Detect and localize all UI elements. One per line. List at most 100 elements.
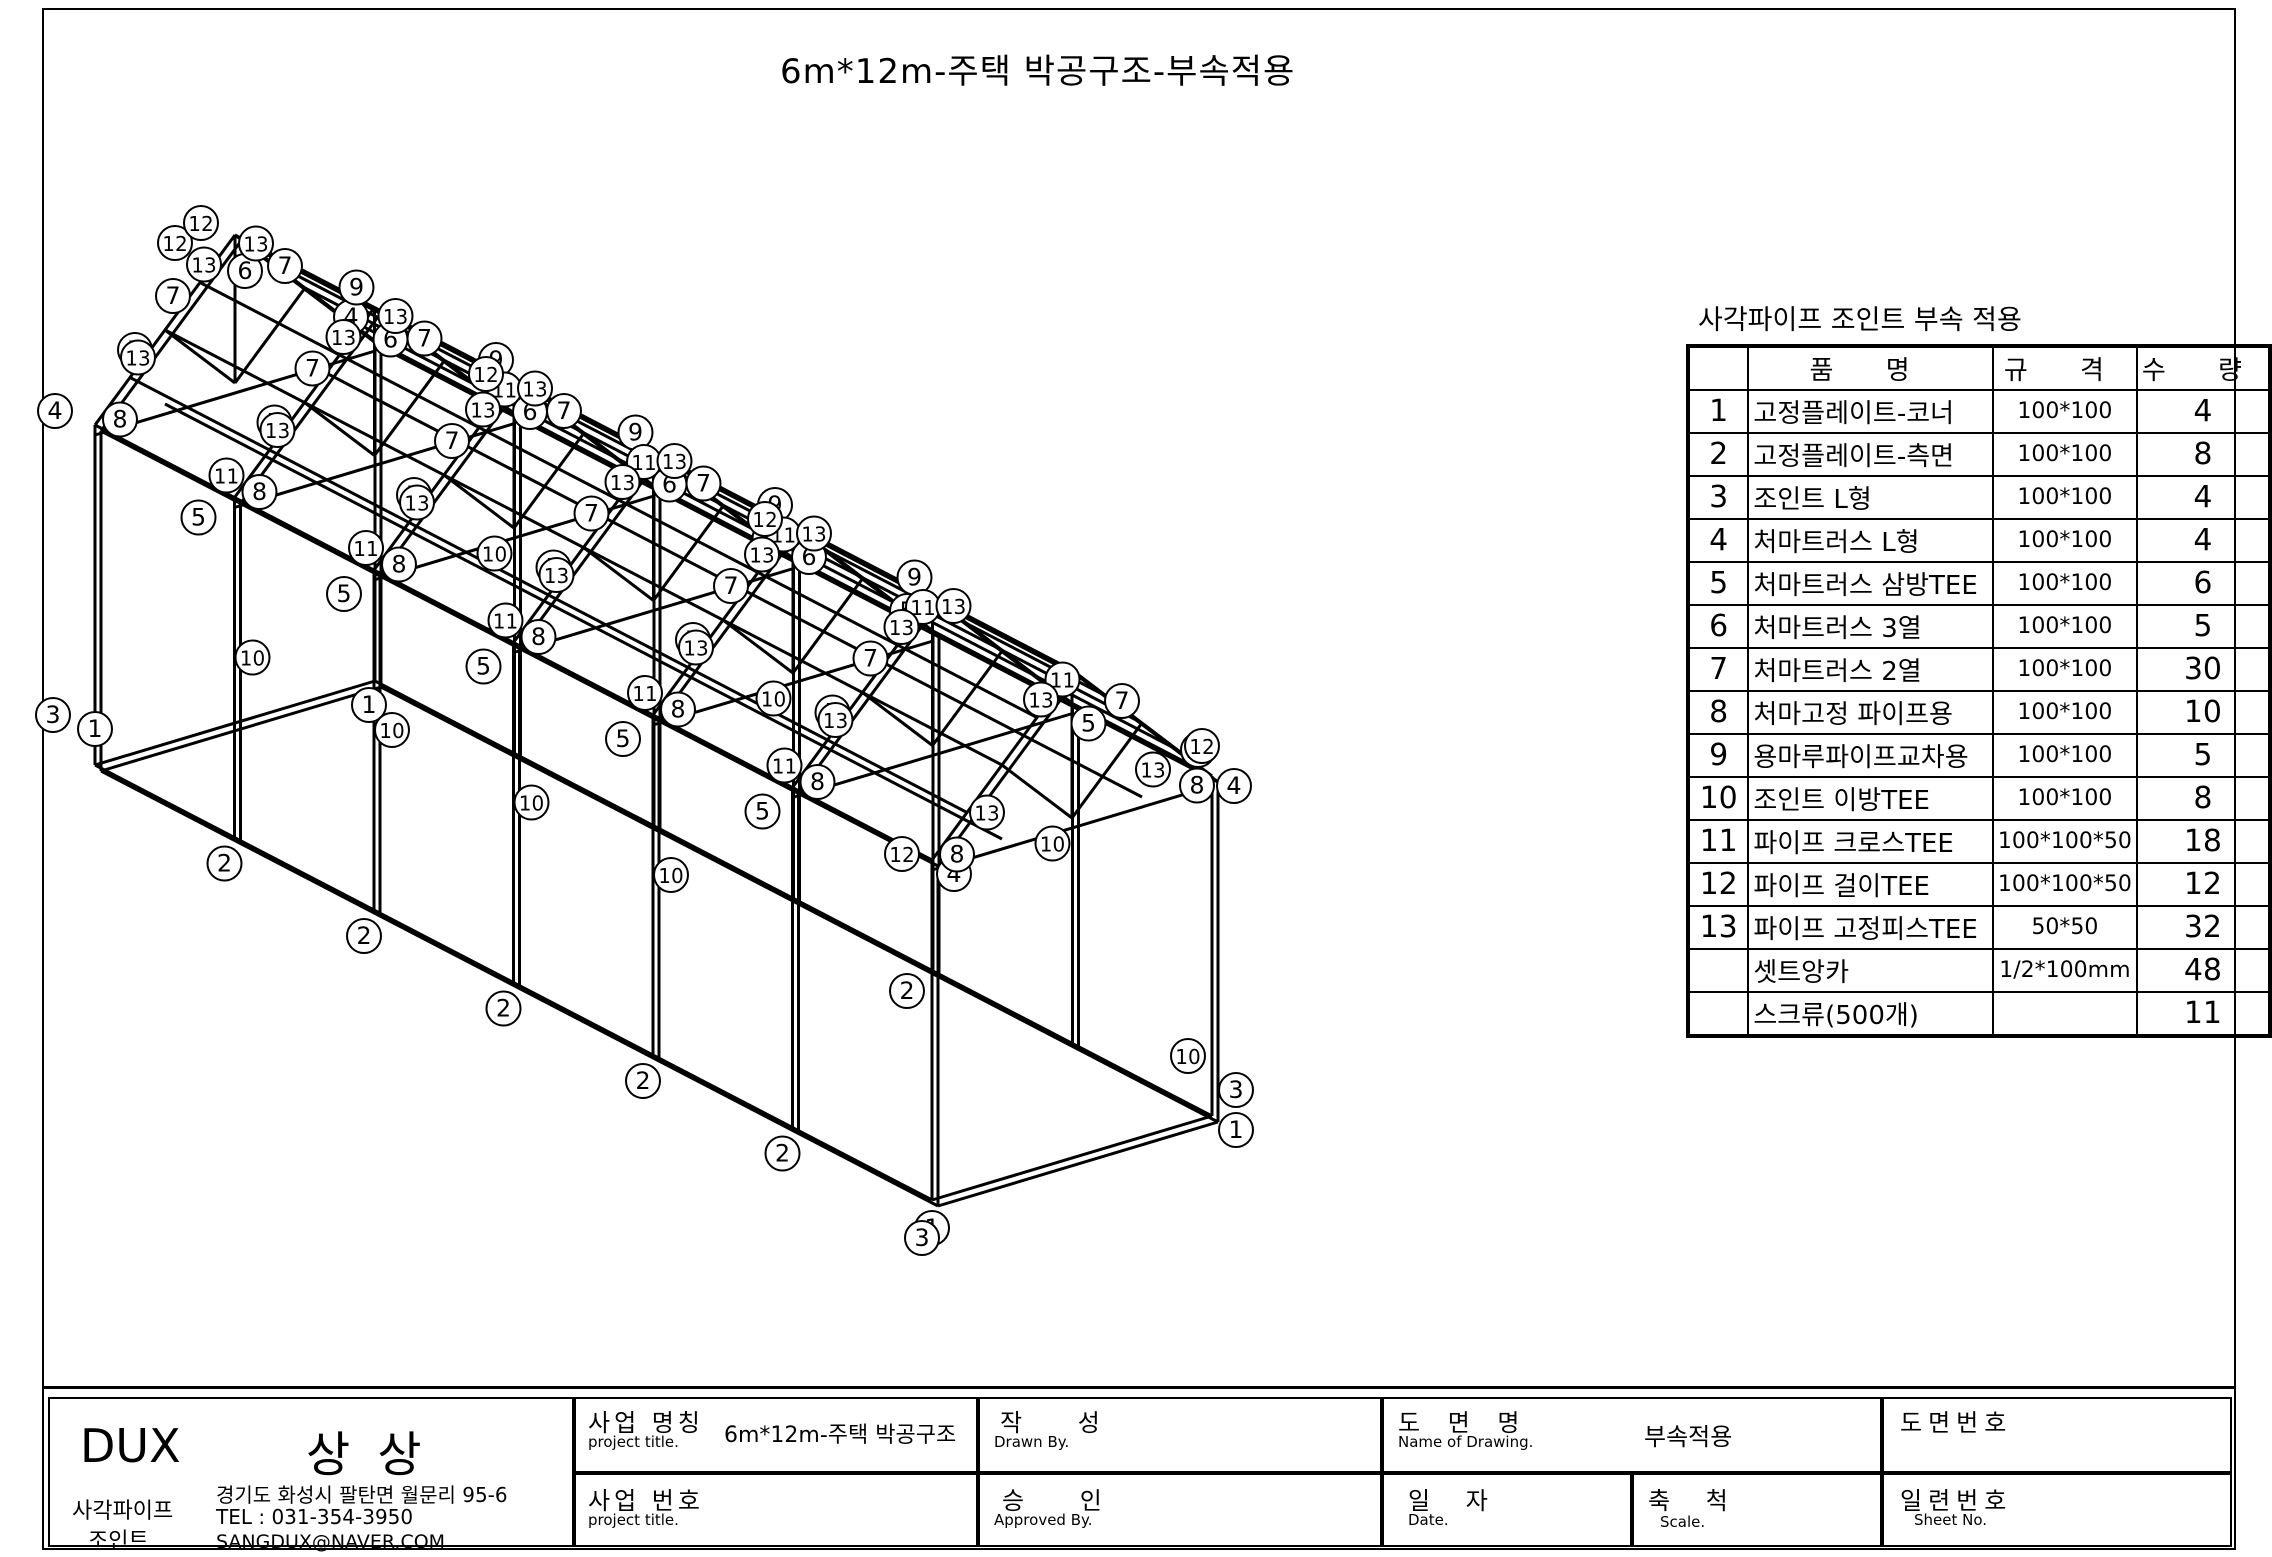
part-qty: 11 [2135, 991, 2272, 1038]
part-callout-2: 2 [485, 990, 522, 1027]
part-callout-5: 5 [1070, 705, 1107, 742]
svg-text:2: 2 [217, 850, 232, 878]
svg-text:11: 11 [632, 682, 657, 706]
part-callout-3: 3 [904, 1220, 940, 1256]
svg-text:8: 8 [531, 623, 546, 651]
project-name-cell: 사업 명칭 project title. 6m*12m-주택 박공구조 [574, 1397, 978, 1473]
svg-text:13: 13 [191, 254, 216, 278]
company-address: 경기도 화성시 팔탄면 월문리 95-6 [216, 1483, 508, 1507]
scale-label-en: Scale. [1660, 1513, 1706, 1531]
svg-text:6: 6 [237, 257, 252, 285]
svg-text:13: 13 [974, 802, 999, 826]
part-name: 용마루파이프교차용 [1747, 733, 1994, 778]
project-no-label: 사업 번호 [588, 1487, 704, 1515]
svg-text:12: 12 [889, 843, 914, 867]
svg-text:12: 12 [188, 212, 213, 236]
part-callout-13: 13 [1023, 681, 1059, 718]
part-qty: 4 [2135, 518, 2272, 563]
part-callout-8: 8 [102, 401, 138, 438]
part-callout-13: 13 [1135, 751, 1171, 788]
svg-text:8: 8 [1189, 772, 1204, 800]
part-callout-2: 2 [206, 845, 243, 882]
part-spec: 100*100 [1991, 432, 2138, 477]
svg-text:10: 10 [761, 688, 786, 712]
svg-text:11: 11 [353, 537, 378, 561]
part-qty: 48 [2135, 948, 2272, 993]
svg-text:7: 7 [277, 252, 292, 280]
part-callout-4: 4 [1216, 768, 1252, 804]
svg-text:8: 8 [949, 841, 964, 869]
approved-by-cell: 승 인 Approved By. [978, 1473, 1382, 1547]
part-number [1685, 991, 1750, 1038]
part-callout-8: 8 [520, 619, 557, 655]
drawing-name-label-en: Name of Drawing. [1398, 1433, 1534, 1451]
svg-text:7: 7 [584, 500, 599, 528]
part-name: 고정플레이트-코너 [1747, 389, 1994, 434]
part-qty: 18 [2135, 819, 2272, 864]
approved-by-label: 승 인 [1002, 1487, 1126, 1515]
part-name: 파이프 고정피스TEE [1747, 905, 1994, 950]
part-number [1685, 948, 1750, 993]
part-name: 처마트러스 삼방TEE [1747, 561, 1994, 606]
part-callout-13: 13 [517, 370, 553, 407]
svg-text:5: 5 [615, 725, 630, 753]
part-callout-7: 7 [852, 640, 889, 677]
svg-text:12: 12 [162, 232, 187, 256]
part-callout-4: 4 [37, 393, 73, 429]
svg-text:13: 13 [470, 399, 495, 423]
date-label: 일 자 [1408, 1487, 1502, 1515]
scale-cell: 축 척 Scale. [1632, 1473, 1882, 1547]
part-callout-10: 10 [513, 784, 550, 821]
part-callout-5: 5 [744, 793, 781, 830]
part-number: 1 [1685, 389, 1750, 434]
part-callout-7: 7 [1104, 683, 1140, 719]
svg-text:9: 9 [628, 419, 643, 447]
project-no-label-en: project title. [588, 1511, 679, 1529]
part-callout-7: 7 [434, 423, 470, 459]
svg-text:2: 2 [635, 1067, 650, 1095]
part-qty: 10 [2135, 690, 2272, 735]
company-tel: TEL : 031-354-3950 [216, 1505, 414, 1529]
part-callout-8: 8 [381, 546, 417, 583]
header-name: 품 명 [1747, 344, 1994, 391]
part-callout-7: 7 [685, 465, 722, 502]
drawn-by-label: 작 성 [1000, 1409, 1124, 1437]
sheet-number-label: 일련번호 [1900, 1487, 2013, 1515]
scale-label: 축 척 [1648, 1487, 1742, 1515]
svg-text:8: 8 [810, 768, 825, 796]
part-callout-13: 13 [399, 484, 435, 521]
drawing-name-label: 도 면 명 [1398, 1409, 1530, 1437]
svg-text:5: 5 [336, 580, 351, 608]
callout-layer: 1111222222333444455555555666667777777777… [35, 205, 1254, 1256]
part-callout-1: 1 [351, 687, 387, 723]
svg-text:7: 7 [1114, 687, 1129, 715]
part-number: 4 [1685, 518, 1750, 563]
product-line-1: 사각파이프 [72, 1499, 174, 1524]
svg-text:13: 13 [941, 595, 966, 619]
part-name: 스크류(500개) [1747, 991, 1994, 1038]
part-callout-11: 11 [348, 530, 384, 566]
svg-text:13: 13 [383, 305, 408, 329]
svg-text:13: 13 [125, 347, 150, 371]
svg-text:7: 7 [723, 572, 738, 600]
part-name: 파이프 걸이TEE [1747, 862, 1994, 907]
part-spec: 100*100 [1991, 518, 2138, 563]
part-callout-9: 9 [896, 559, 933, 596]
svg-text:9: 9 [349, 274, 364, 302]
part-number: 3 [1685, 475, 1750, 520]
svg-text:4: 4 [47, 397, 62, 425]
header-spec: 규 격 [1991, 344, 2138, 391]
svg-text:8: 8 [391, 551, 406, 579]
svg-text:3: 3 [1228, 1076, 1243, 1104]
part-callout-10: 10 [653, 857, 689, 893]
part-number: 11 [1685, 819, 1750, 864]
part-name: 셋트앙카 [1747, 948, 1994, 993]
svg-text:3: 3 [914, 1224, 929, 1252]
svg-text:10: 10 [379, 719, 404, 743]
part-callout-13: 13 [883, 609, 920, 645]
